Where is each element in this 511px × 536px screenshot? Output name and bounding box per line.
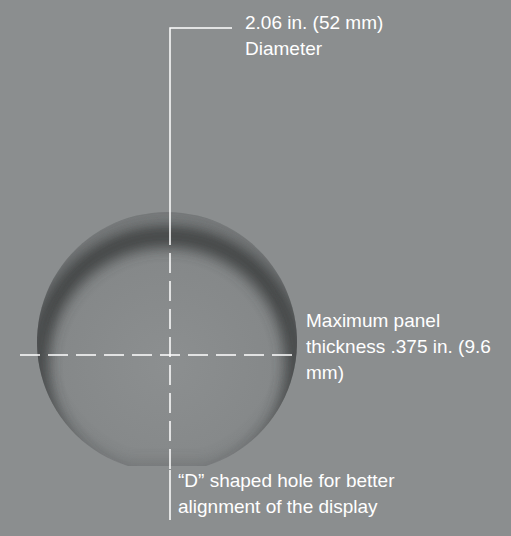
leader-lines: [20, 28, 300, 520]
dimension-label: “D” shaped hole for better alignment of …: [178, 468, 428, 520]
d-hole: [37, 212, 297, 466]
dimension-label: 2.06 in. (52 mm) Diameter: [245, 10, 445, 62]
hole-shading: [37, 212, 297, 490]
dimension-label: Maximum panel thickness .375 in. (9.6 mm…: [306, 308, 506, 386]
